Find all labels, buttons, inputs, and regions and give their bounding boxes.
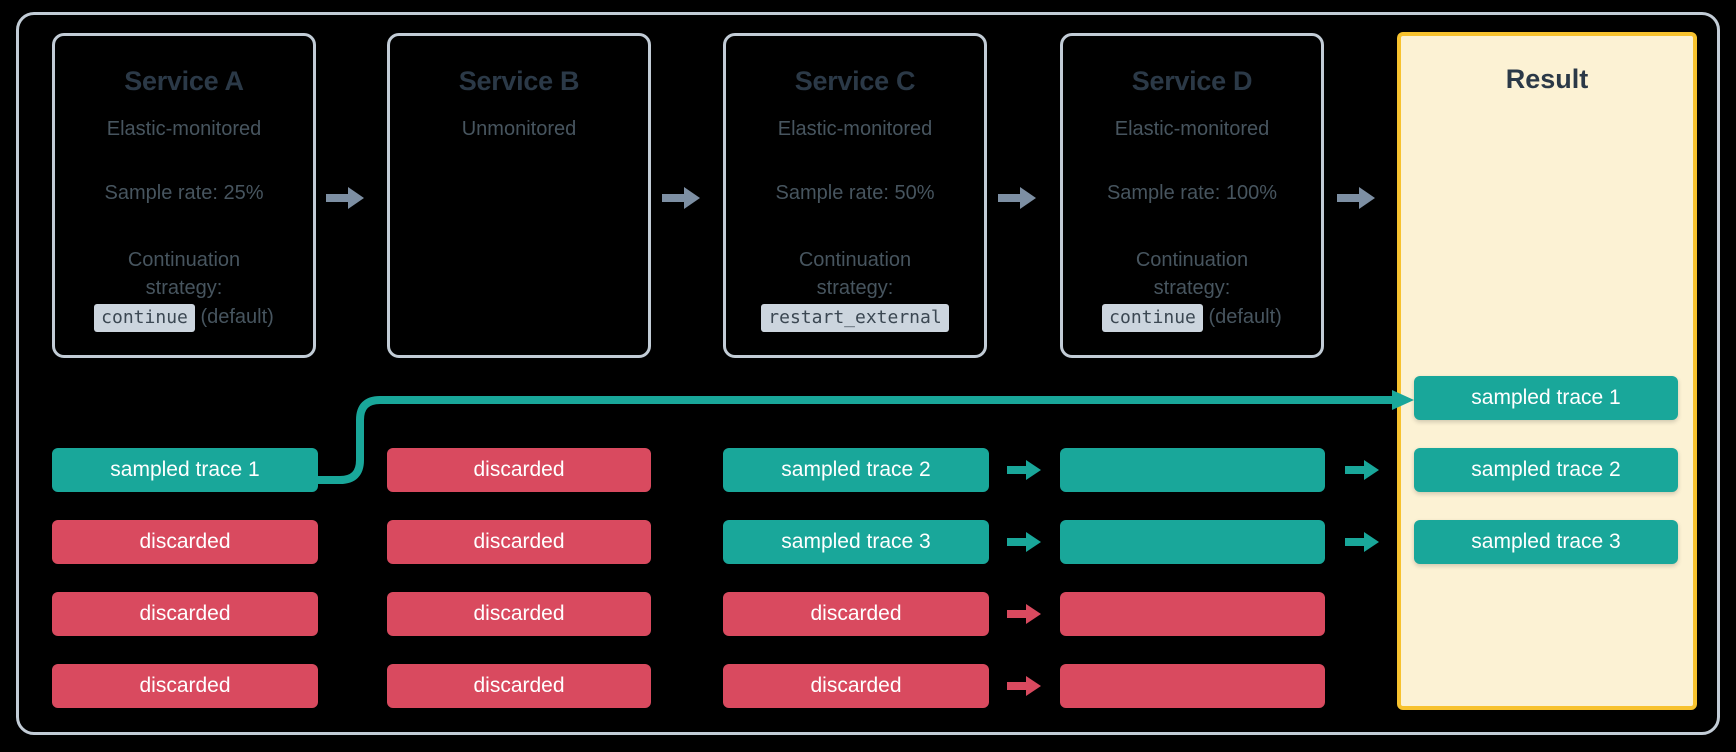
service-d-strategy-value: continue (default) (1063, 304, 1321, 333)
trace-pill-d-2 (1060, 520, 1325, 564)
trace-pill-c-1: sampled trace 2 (723, 448, 989, 492)
trace-pill-a-4: discarded (52, 664, 318, 708)
trace-pill-d-1 (1060, 448, 1325, 492)
trace-pill-c-3: discarded (723, 592, 989, 636)
service-card-b: Service B Unmonitored (387, 33, 651, 358)
service-d-monitoring: Elastic-monitored (1114, 117, 1270, 140)
service-card-c: Service C Elastic-monitored Sample rate:… (723, 33, 987, 358)
result-title: Result (1505, 64, 1589, 94)
service-c-strategy-value: restart_external (726, 304, 984, 333)
service-c-monitoring: Elastic-monitored (777, 117, 933, 140)
trace-pill-b-1: discarded (387, 448, 651, 492)
service-a-title: Service A (124, 66, 244, 96)
service-a-strategy-note: (default) (200, 306, 274, 329)
trace-pill-a-1: sampled trace 1 (52, 448, 318, 492)
service-c-strategy-code: restart_external (761, 304, 949, 333)
arrow-right-icon-c3-to-d3 (1007, 604, 1041, 624)
arrow-right-icon-d-to-result (1337, 187, 1375, 209)
result-pill-2: sampled trace 2 (1414, 448, 1678, 492)
service-b-title: Service B (458, 66, 580, 96)
arrow-right-icon-d2-to-result3 (1345, 532, 1379, 552)
service-b-monitoring: Unmonitored (461, 117, 577, 140)
result-pill-3: sampled trace 3 (1414, 520, 1678, 564)
result-panel: Result (1397, 32, 1697, 710)
trace-pill-d-4 (1060, 664, 1325, 708)
trace-pill-a-2: discarded (52, 520, 318, 564)
arrow-right-icon-c2-to-d2 (1007, 532, 1041, 552)
trace-pill-b-3: discarded (387, 592, 651, 636)
service-card-d: Service D Elastic-monitored Sample rate:… (1060, 33, 1324, 358)
service-c-title: Service C (794, 66, 916, 96)
service-d-sample-rate: Sample rate: 100% (1106, 181, 1278, 204)
service-d-strategy-code: continue (1102, 304, 1203, 333)
service-a-strategy-code: continue (94, 304, 195, 333)
service-card-a: Service A Elastic-monitored Sample rate:… (52, 33, 316, 358)
trace-pill-b-4: discarded (387, 664, 651, 708)
trace-pill-b-2: discarded (387, 520, 651, 564)
trace-1-connector (310, 388, 1420, 488)
trace-pill-c-4: discarded (723, 664, 989, 708)
service-a-strategy-value: continue (default) (55, 304, 313, 333)
arrow-right-icon-c1-to-d1 (1007, 460, 1041, 480)
arrow-right-icon-d1-to-result2 (1345, 460, 1379, 480)
service-c-sample-rate: Sample rate: 50% (775, 181, 935, 204)
service-d-strategy-note: (default) (1208, 306, 1282, 329)
arrow-right-icon-a-to-b (326, 187, 364, 209)
service-d-title: Service D (1131, 66, 1253, 96)
service-a-sample-rate: Sample rate: 25% (104, 181, 264, 204)
arrow-right-icon-c-to-d (998, 187, 1036, 209)
arrow-right-icon-c4-to-d4 (1007, 676, 1041, 696)
trace-pill-a-3: discarded (52, 592, 318, 636)
trace-pill-c-2: sampled trace 3 (723, 520, 989, 564)
result-pill-1: sampled trace 1 (1414, 376, 1678, 420)
trace-pill-d-3 (1060, 592, 1325, 636)
service-a-monitoring: Elastic-monitored (106, 117, 262, 140)
arrow-right-icon-b-to-c (662, 187, 700, 209)
